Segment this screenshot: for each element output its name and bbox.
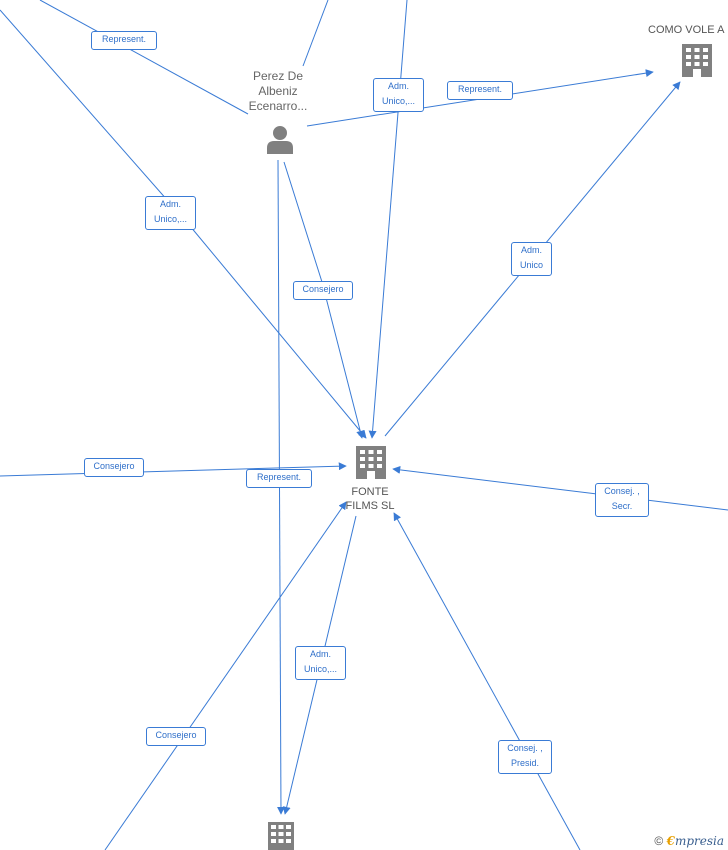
brand-logo: €mpresia bbox=[666, 834, 724, 848]
person-node-label[interactable]: Perez De Albeniz Ecenarro... bbox=[248, 69, 308, 113]
edge-label-adm-unico-right[interactable]: Adm. Unico bbox=[511, 242, 552, 276]
edge-label-adm-unico-bottom[interactable]: Adm. Unico,... bbox=[295, 646, 346, 680]
comovole-node-label[interactable]: COMO VOLE A bbox=[648, 24, 725, 36]
edge-label-consejero-person[interactable]: Consejero bbox=[293, 281, 353, 300]
edge-label-consejero-bottomleft[interactable]: Consejero bbox=[146, 727, 206, 746]
fonte-building-icon[interactable] bbox=[356, 446, 386, 479]
edge-consej-secr bbox=[392, 465, 728, 511]
edge-label-represent-topright[interactable]: Represent. bbox=[447, 81, 513, 100]
edge-consej-presid bbox=[393, 512, 581, 850]
edge-label-consejero-left[interactable]: Consejero bbox=[84, 458, 144, 477]
edge-represent-topleft bbox=[39, 0, 249, 115]
edge-consejero-left bbox=[0, 462, 347, 477]
edge-label-represent-topleft[interactable]: Represent. bbox=[91, 31, 157, 50]
edge-label-adm-unico-center[interactable]: Adm. Unico,... bbox=[373, 78, 424, 112]
person-icon[interactable] bbox=[267, 126, 293, 154]
edge-label-consej-secr[interactable]: Consej. , Secr. bbox=[595, 483, 649, 517]
bottom-building-icon[interactable] bbox=[268, 822, 294, 850]
edge-label-consej-presid[interactable]: Consej. , Presid. bbox=[498, 740, 552, 774]
comovole-building-icon[interactable] bbox=[682, 44, 712, 77]
footer-brand: © €mpresia bbox=[654, 834, 724, 848]
fonte-node-label[interactable]: FONTE FILMS SL bbox=[345, 486, 395, 512]
edge-top-person bbox=[302, 0, 329, 67]
edge-label-represent-mid[interactable]: Represent. bbox=[246, 469, 312, 488]
edge-consejero-person bbox=[283, 161, 365, 439]
edge-adm-unico-center bbox=[368, 0, 408, 439]
edge-consejero-bottomleft bbox=[104, 501, 347, 850]
edge-label-adm-unico-left[interactable]: Adm. Unico,... bbox=[145, 196, 196, 230]
copyright-symbol: © bbox=[654, 834, 664, 848]
